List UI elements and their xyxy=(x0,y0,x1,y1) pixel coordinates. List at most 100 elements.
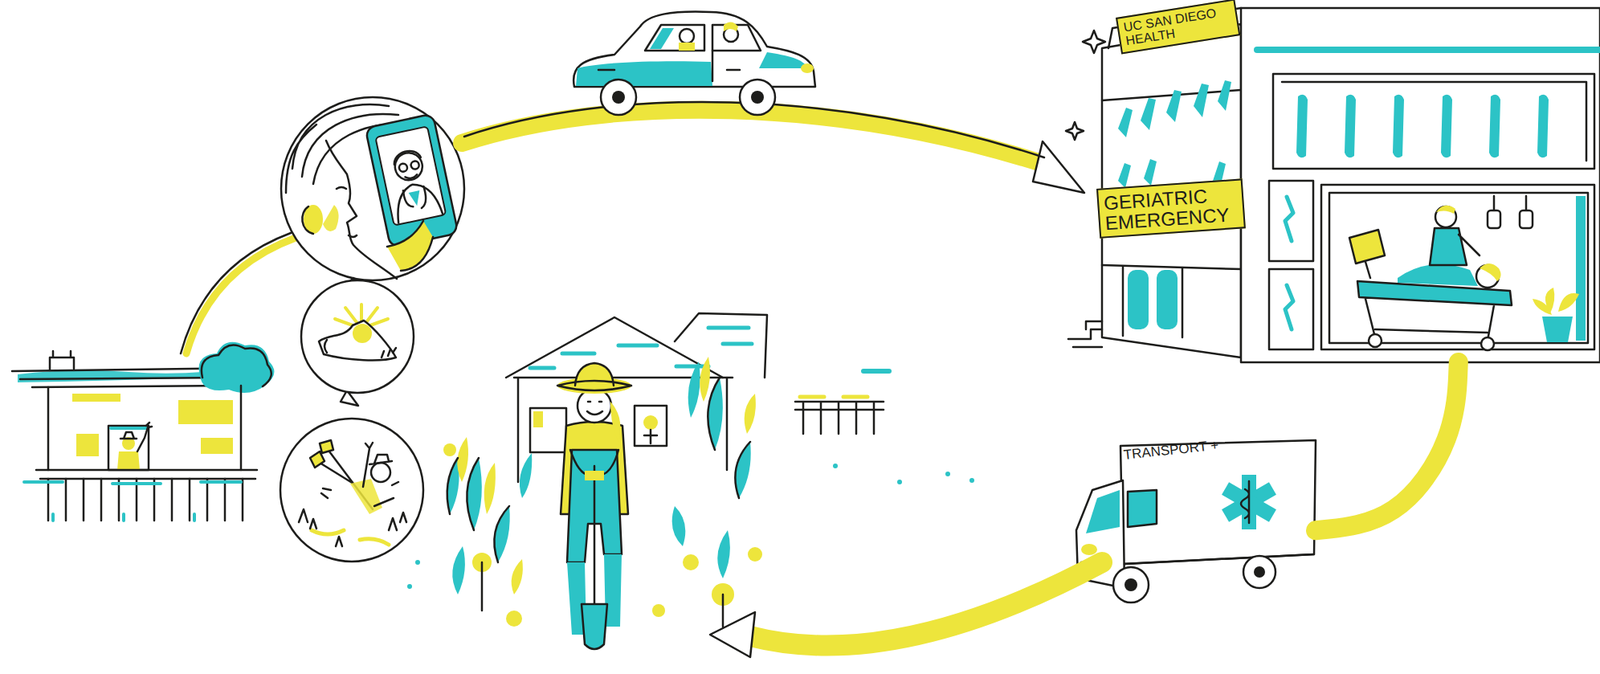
home-garden xyxy=(897,479,903,485)
home-garden xyxy=(407,583,413,589)
ambulance xyxy=(1076,440,1316,603)
hospital xyxy=(1429,228,1480,266)
video-call-bubble xyxy=(408,190,423,208)
car xyxy=(573,12,816,87)
neighbor-house xyxy=(49,351,74,370)
neighbor-house xyxy=(48,385,241,470)
home-garden xyxy=(800,395,868,400)
home-garden xyxy=(652,604,666,617)
fall-bubble xyxy=(280,418,424,562)
neighbor-house xyxy=(137,422,152,452)
home-garden xyxy=(747,546,763,562)
neighbor-house xyxy=(108,425,149,470)
ambulance xyxy=(1081,543,1098,556)
car xyxy=(649,28,674,49)
fall-bubble xyxy=(350,478,383,515)
home-garden xyxy=(682,554,699,571)
video-call-bubble xyxy=(403,186,429,212)
hospital xyxy=(1532,287,1580,315)
hospital xyxy=(1257,46,1600,54)
home-garden xyxy=(506,313,768,378)
fall-bubble xyxy=(310,440,334,468)
hospital xyxy=(1329,192,1588,343)
ambulance xyxy=(1124,554,1315,564)
car xyxy=(723,21,739,32)
car xyxy=(751,90,764,104)
hospital xyxy=(1281,81,1587,161)
video-call-bubble xyxy=(398,163,409,173)
home-garden xyxy=(969,477,975,483)
gardener xyxy=(577,388,612,423)
flow-band xyxy=(1315,362,1459,531)
home-garden xyxy=(457,436,523,595)
ambulance xyxy=(1127,489,1157,527)
hospital xyxy=(1118,80,1232,138)
gardener xyxy=(587,401,603,415)
thought-line xyxy=(180,232,296,354)
home-garden xyxy=(643,415,658,430)
video-call-bubble xyxy=(322,204,339,232)
hospital xyxy=(1481,337,1494,351)
video-call-bubble xyxy=(410,160,421,171)
gardener xyxy=(581,604,608,649)
video-call-bubble xyxy=(281,97,465,281)
return-arrow xyxy=(710,612,756,658)
neighbor-house xyxy=(199,342,275,393)
home-garden xyxy=(634,405,667,446)
ambulance xyxy=(1253,566,1266,578)
home-garden xyxy=(506,610,523,627)
hospital xyxy=(1357,281,1512,341)
fall-bubble xyxy=(311,530,389,545)
thought-line xyxy=(180,232,291,354)
video-call-bubble xyxy=(336,187,357,237)
hospital xyxy=(1285,196,1294,330)
car xyxy=(739,79,776,115)
hospital xyxy=(1429,228,1467,266)
home-garden xyxy=(795,401,884,434)
building-sign: UC SAN DIEGO HEALTH xyxy=(1115,0,1241,54)
fall-bubble xyxy=(371,462,391,482)
gardener xyxy=(581,604,608,649)
hospital xyxy=(1542,316,1573,343)
gardener xyxy=(593,465,596,611)
neighbor-house xyxy=(72,393,233,457)
hospital xyxy=(1349,229,1385,278)
car xyxy=(759,52,808,69)
video-call-bubble xyxy=(404,174,417,180)
foot-pain-bubble xyxy=(301,280,414,393)
hospital xyxy=(1321,184,1595,350)
video-call-bubble xyxy=(391,179,443,224)
thought-line xyxy=(186,237,296,354)
gardener xyxy=(610,401,621,442)
car xyxy=(600,79,637,115)
return-arrow xyxy=(750,562,1103,646)
ambulance xyxy=(1243,555,1276,588)
home-garden xyxy=(415,559,421,565)
hospital xyxy=(1397,264,1478,286)
hospital xyxy=(1068,321,1103,347)
neighbor-house xyxy=(117,451,140,470)
video-call-bubble xyxy=(375,126,446,225)
video-call-bubble xyxy=(281,97,465,281)
neighbor-house xyxy=(36,469,258,479)
fall-bubble xyxy=(363,442,394,507)
neighbor-house xyxy=(12,342,274,521)
car xyxy=(679,28,694,44)
hospital xyxy=(1127,269,1149,330)
hospital xyxy=(1493,195,1527,211)
foot-pain-bubble xyxy=(352,323,372,343)
neighbor-house xyxy=(120,432,137,439)
car xyxy=(800,63,814,74)
gardener xyxy=(557,363,632,391)
ambulance xyxy=(1113,567,1149,603)
fall-bubble xyxy=(310,440,334,468)
vehicle-label: TRANSPORT + xyxy=(1122,438,1220,463)
flow-arrow xyxy=(461,102,1085,193)
hospital xyxy=(1065,30,1106,140)
ambulance xyxy=(1221,474,1277,530)
home-garden xyxy=(447,457,510,611)
home-garden xyxy=(707,377,751,627)
fall-bubble xyxy=(298,509,407,547)
